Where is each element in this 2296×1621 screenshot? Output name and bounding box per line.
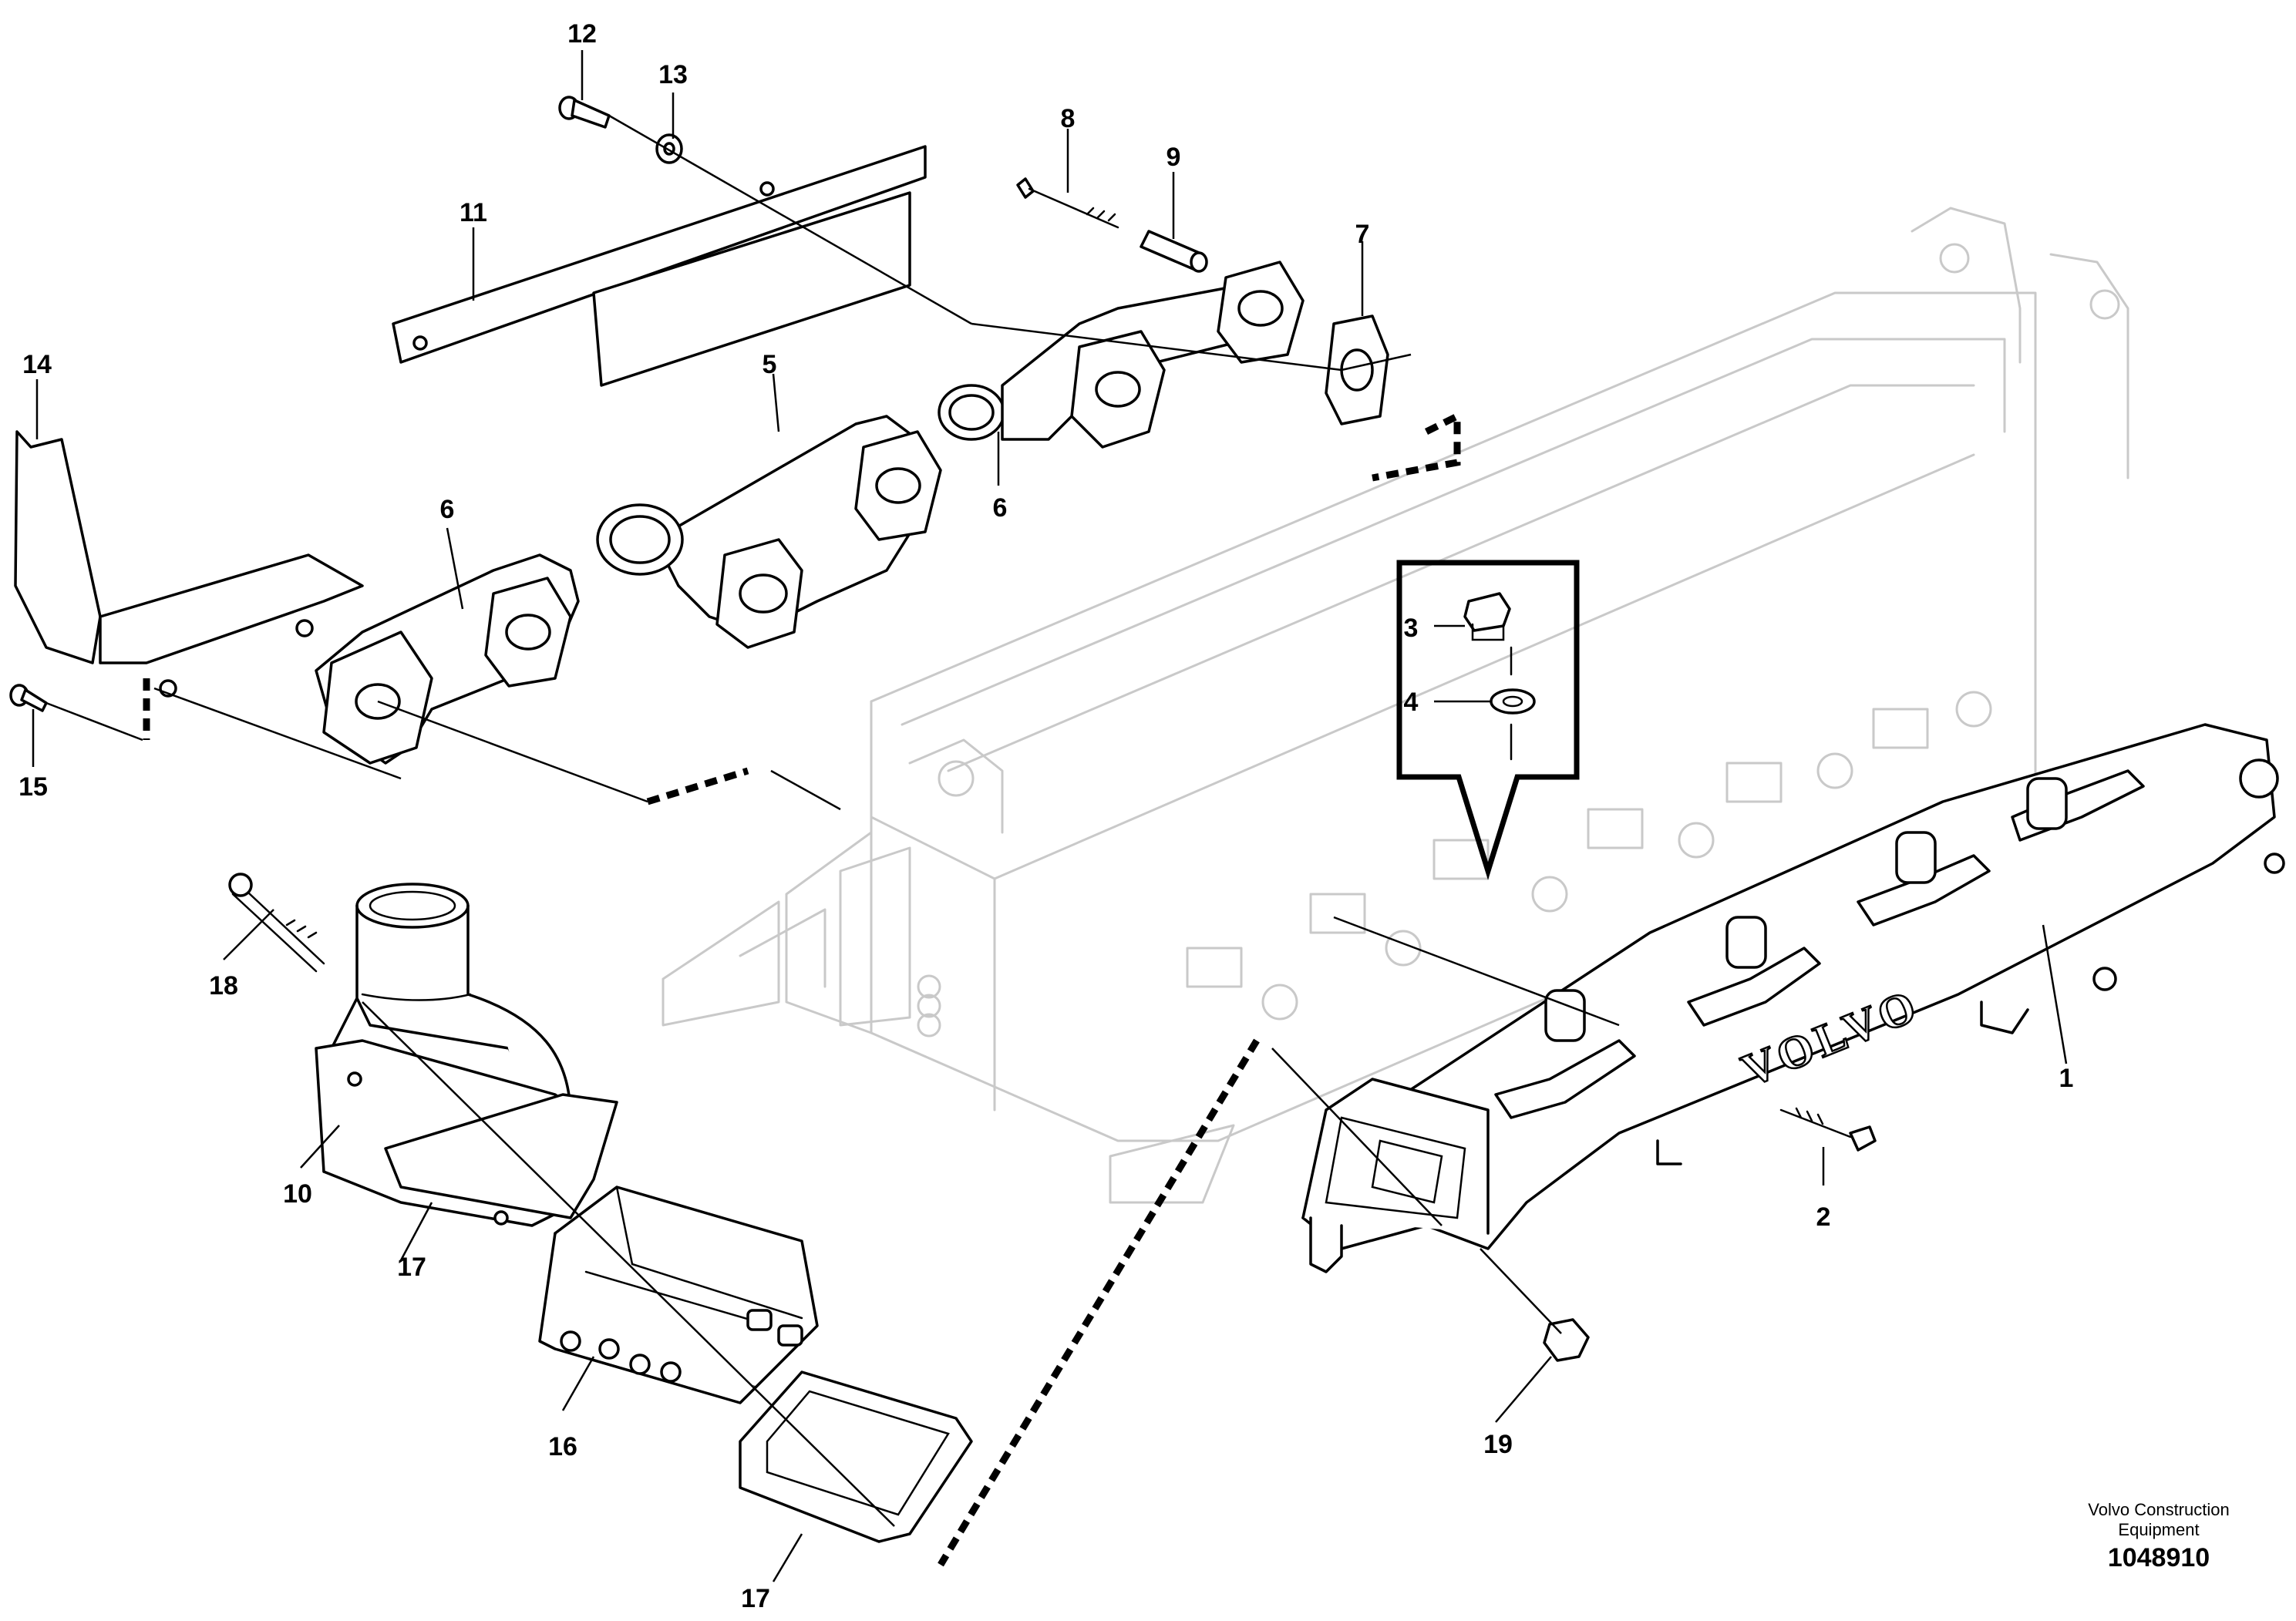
callout-6b: 6 — [993, 493, 1008, 523]
exhaust-flap-valve — [538, 1185, 819, 1404]
exhaust-gasket-hole — [1340, 348, 1374, 392]
callout-9: 9 — [1167, 143, 1181, 172]
hidden-path-lines — [143, 410, 1461, 1567]
callout-4: 4 — [1404, 688, 1419, 717]
callout-11: 11 — [460, 198, 487, 227]
company-name: Volvo Construction Equipment — [2088, 1500, 2230, 1539]
exhaust-manifold: VOLVO — [1301, 723, 2285, 1273]
callout-10: 10 — [283, 1179, 312, 1209]
callout-7: 7 — [1355, 220, 1370, 249]
callout-18: 18 — [209, 971, 238, 1001]
stud-screw — [1016, 177, 1119, 229]
detail-inset-frame — [1396, 560, 1580, 880]
shield-bracket — [14, 430, 364, 698]
callout-15: 15 — [19, 772, 48, 802]
washer — [655, 133, 683, 164]
callout-16: 16 — [548, 1432, 577, 1461]
spacer-sleeve — [1140, 230, 1208, 273]
flange-nut — [1543, 1318, 1590, 1362]
manifold-screw — [1779, 1107, 1877, 1152]
manifold-center-section — [596, 415, 942, 649]
callout-1: 1 — [2059, 1064, 2074, 1093]
callout-leaders — [32, 50, 2068, 1582]
callout-19: 19 — [1483, 1430, 1513, 1459]
engine-block-outline — [662, 207, 2129, 1204]
valve-gasket — [739, 1370, 973, 1543]
seal-ring — [1490, 688, 1536, 715]
callout-6a: 6 — [440, 495, 455, 524]
manifold-front-section — [315, 553, 580, 765]
callout-2: 2 — [1816, 1202, 1831, 1232]
flange-screw — [558, 96, 611, 129]
callout-3: 3 — [1404, 614, 1419, 643]
callout-14: 14 — [22, 350, 52, 379]
heat-shield-bracket — [392, 145, 927, 387]
callout-5: 5 — [763, 350, 777, 379]
callout-numbers: 1 2 3 4 5 6 6 7 8 9 10 11 12 13 14 15 16… — [19, 19, 2073, 1613]
callout-17a: 17 — [397, 1253, 426, 1282]
manifold-rear-section — [938, 261, 1305, 449]
elbow-gasket — [384, 1093, 618, 1219]
elbow-screw — [228, 873, 325, 973]
bracket-screw — [9, 684, 48, 712]
assembly-lines — [45, 114, 1620, 1527]
callout-12: 12 — [567, 19, 597, 49]
drawing-number: 1048910 — [2107, 1543, 2210, 1572]
callout-13: 13 — [658, 60, 688, 89]
callout-17b: 17 — [741, 1584, 770, 1613]
callout-8: 8 — [1061, 104, 1076, 133]
